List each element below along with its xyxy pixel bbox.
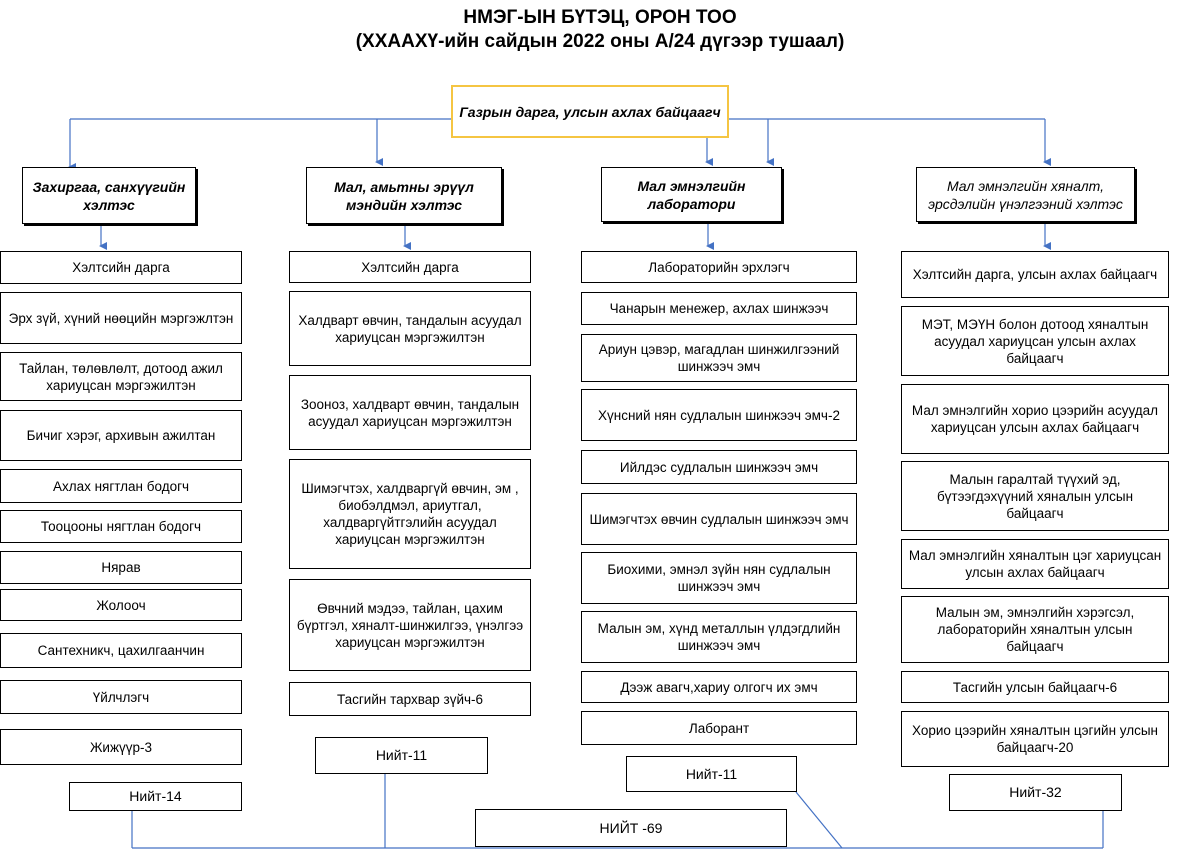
- position-box: Халдварт өвчин, тандалын асуудал хариуцс…: [289, 291, 531, 366]
- position-box: Малын гаралтай түүхий эд, бүтээгдэхүүний…: [901, 461, 1169, 531]
- chart-subtitle: (ХХААХҮ-ийн сайдын 2022 оны А/24 дүгээр …: [355, 31, 845, 52]
- position-box: Ариун цэвэр, магадлан шинжилгээний шинжэ…: [581, 334, 857, 382]
- position-box: Мал эмнэлгийн хяналтын цэг хариуцсан улс…: [901, 539, 1169, 589]
- position-box: Тооцооны нягтлан бодогч: [0, 510, 242, 543]
- position-box: Тасгийн тархвар зүйч-6: [289, 682, 531, 716]
- position-box: МЭТ, МЭҮН болон дотоод хяналтын асуудал …: [901, 306, 1169, 376]
- position-box: Мал эмнэлгийн хорио цээрийн асуудал хари…: [901, 384, 1169, 454]
- position-box: Лабораторийн эрхлэгч: [581, 251, 857, 283]
- position-box: Шимэгчтэх, халдваргүй өвчин, эм , биобэл…: [289, 459, 531, 569]
- total-3-connector: [795, 791, 843, 849]
- position-box: Биохими, эмнэл зүйн нян судлалын шинжээч…: [581, 552, 857, 604]
- position-box: Тасгийн улсын байцаагч-6: [901, 671, 1169, 703]
- position-box: Хэлтсийн дарга: [289, 251, 531, 283]
- position-box: Сантехникч, цахилгаанчин: [0, 633, 242, 668]
- chart-title: НМЭГ-ЫН БҮТЭЦ, ОРОН ТОО: [463, 7, 737, 28]
- position-box: Хүнсний нян судлалын шинжээч эмч-2: [581, 389, 857, 441]
- position-box: Тайлан, төлөвлөлт, дотоод ажил хариуцсан…: [0, 352, 242, 401]
- position-box: Шимэгчтэх өвчин судлалын шинжээч эмч: [581, 493, 857, 545]
- position-box: Дээж авагч,хариу олгогч их эмч: [581, 671, 857, 703]
- position-box: Малын эм, эмнэлгийн хэрэгсэл, лаборатори…: [901, 596, 1169, 663]
- position-box: Өвчний мэдээ, тайлан, цахим бүртгэл, хян…: [289, 579, 531, 671]
- position-box: Чанарын менежер, ахлах шинжээч: [581, 292, 857, 325]
- position-box: Жолооч: [0, 589, 242, 621]
- position-box: Хэлтсийн дарга: [0, 251, 242, 284]
- total-box: Нийт-14: [69, 782, 242, 811]
- position-box: Хэлтсийн дарга, улсын ахлах байцаагч: [901, 251, 1169, 298]
- total-box: Нийт-11: [315, 737, 488, 774]
- total-box: Нийт-32: [949, 774, 1122, 811]
- position-box: Ахлах нягтлан бодогч: [0, 469, 242, 503]
- head-box: Газрын дарга, улсын ахлах байцаагч: [451, 85, 729, 138]
- position-box: Эрх зүй, хүний нөөцийн мэргэжлтэн: [0, 292, 242, 344]
- department-animal-health: Мал, амьтны эрүүл мэндийн хэлтэс: [306, 167, 502, 224]
- position-box: Малын эм, хүнд металлын үлдэгдлийн шинжэ…: [581, 611, 857, 663]
- total-box: Нийт-11: [626, 756, 797, 792]
- department-inspection-risk: Мал эмнэлгийн хяналт, эрсдэлийн үнэлгээн…: [916, 167, 1135, 222]
- position-box: Хорио цээрийн хяналтын цэгийн улсын байц…: [901, 711, 1169, 767]
- position-box: Жижүүр-3: [0, 729, 242, 765]
- position-box: Бичиг хэрэг, архивын ажилтан: [0, 410, 242, 461]
- position-box: Үйлчлэгч: [0, 680, 242, 714]
- department-admin-finance: Захиргаа, санхүүгийн хэлтэс: [22, 167, 196, 224]
- position-box: Зооноз, халдварт өвчин, тандалын асуудал…: [289, 375, 531, 450]
- department-laboratory: Мал эмнэлгийн лаборатори: [601, 167, 782, 222]
- position-box: Лаборант: [581, 711, 857, 745]
- position-box: Ийлдэс судлалын шинжээч эмч: [581, 450, 857, 484]
- grand-total-box: НИЙТ -69: [475, 809, 787, 847]
- position-box: Нярав: [0, 551, 242, 584]
